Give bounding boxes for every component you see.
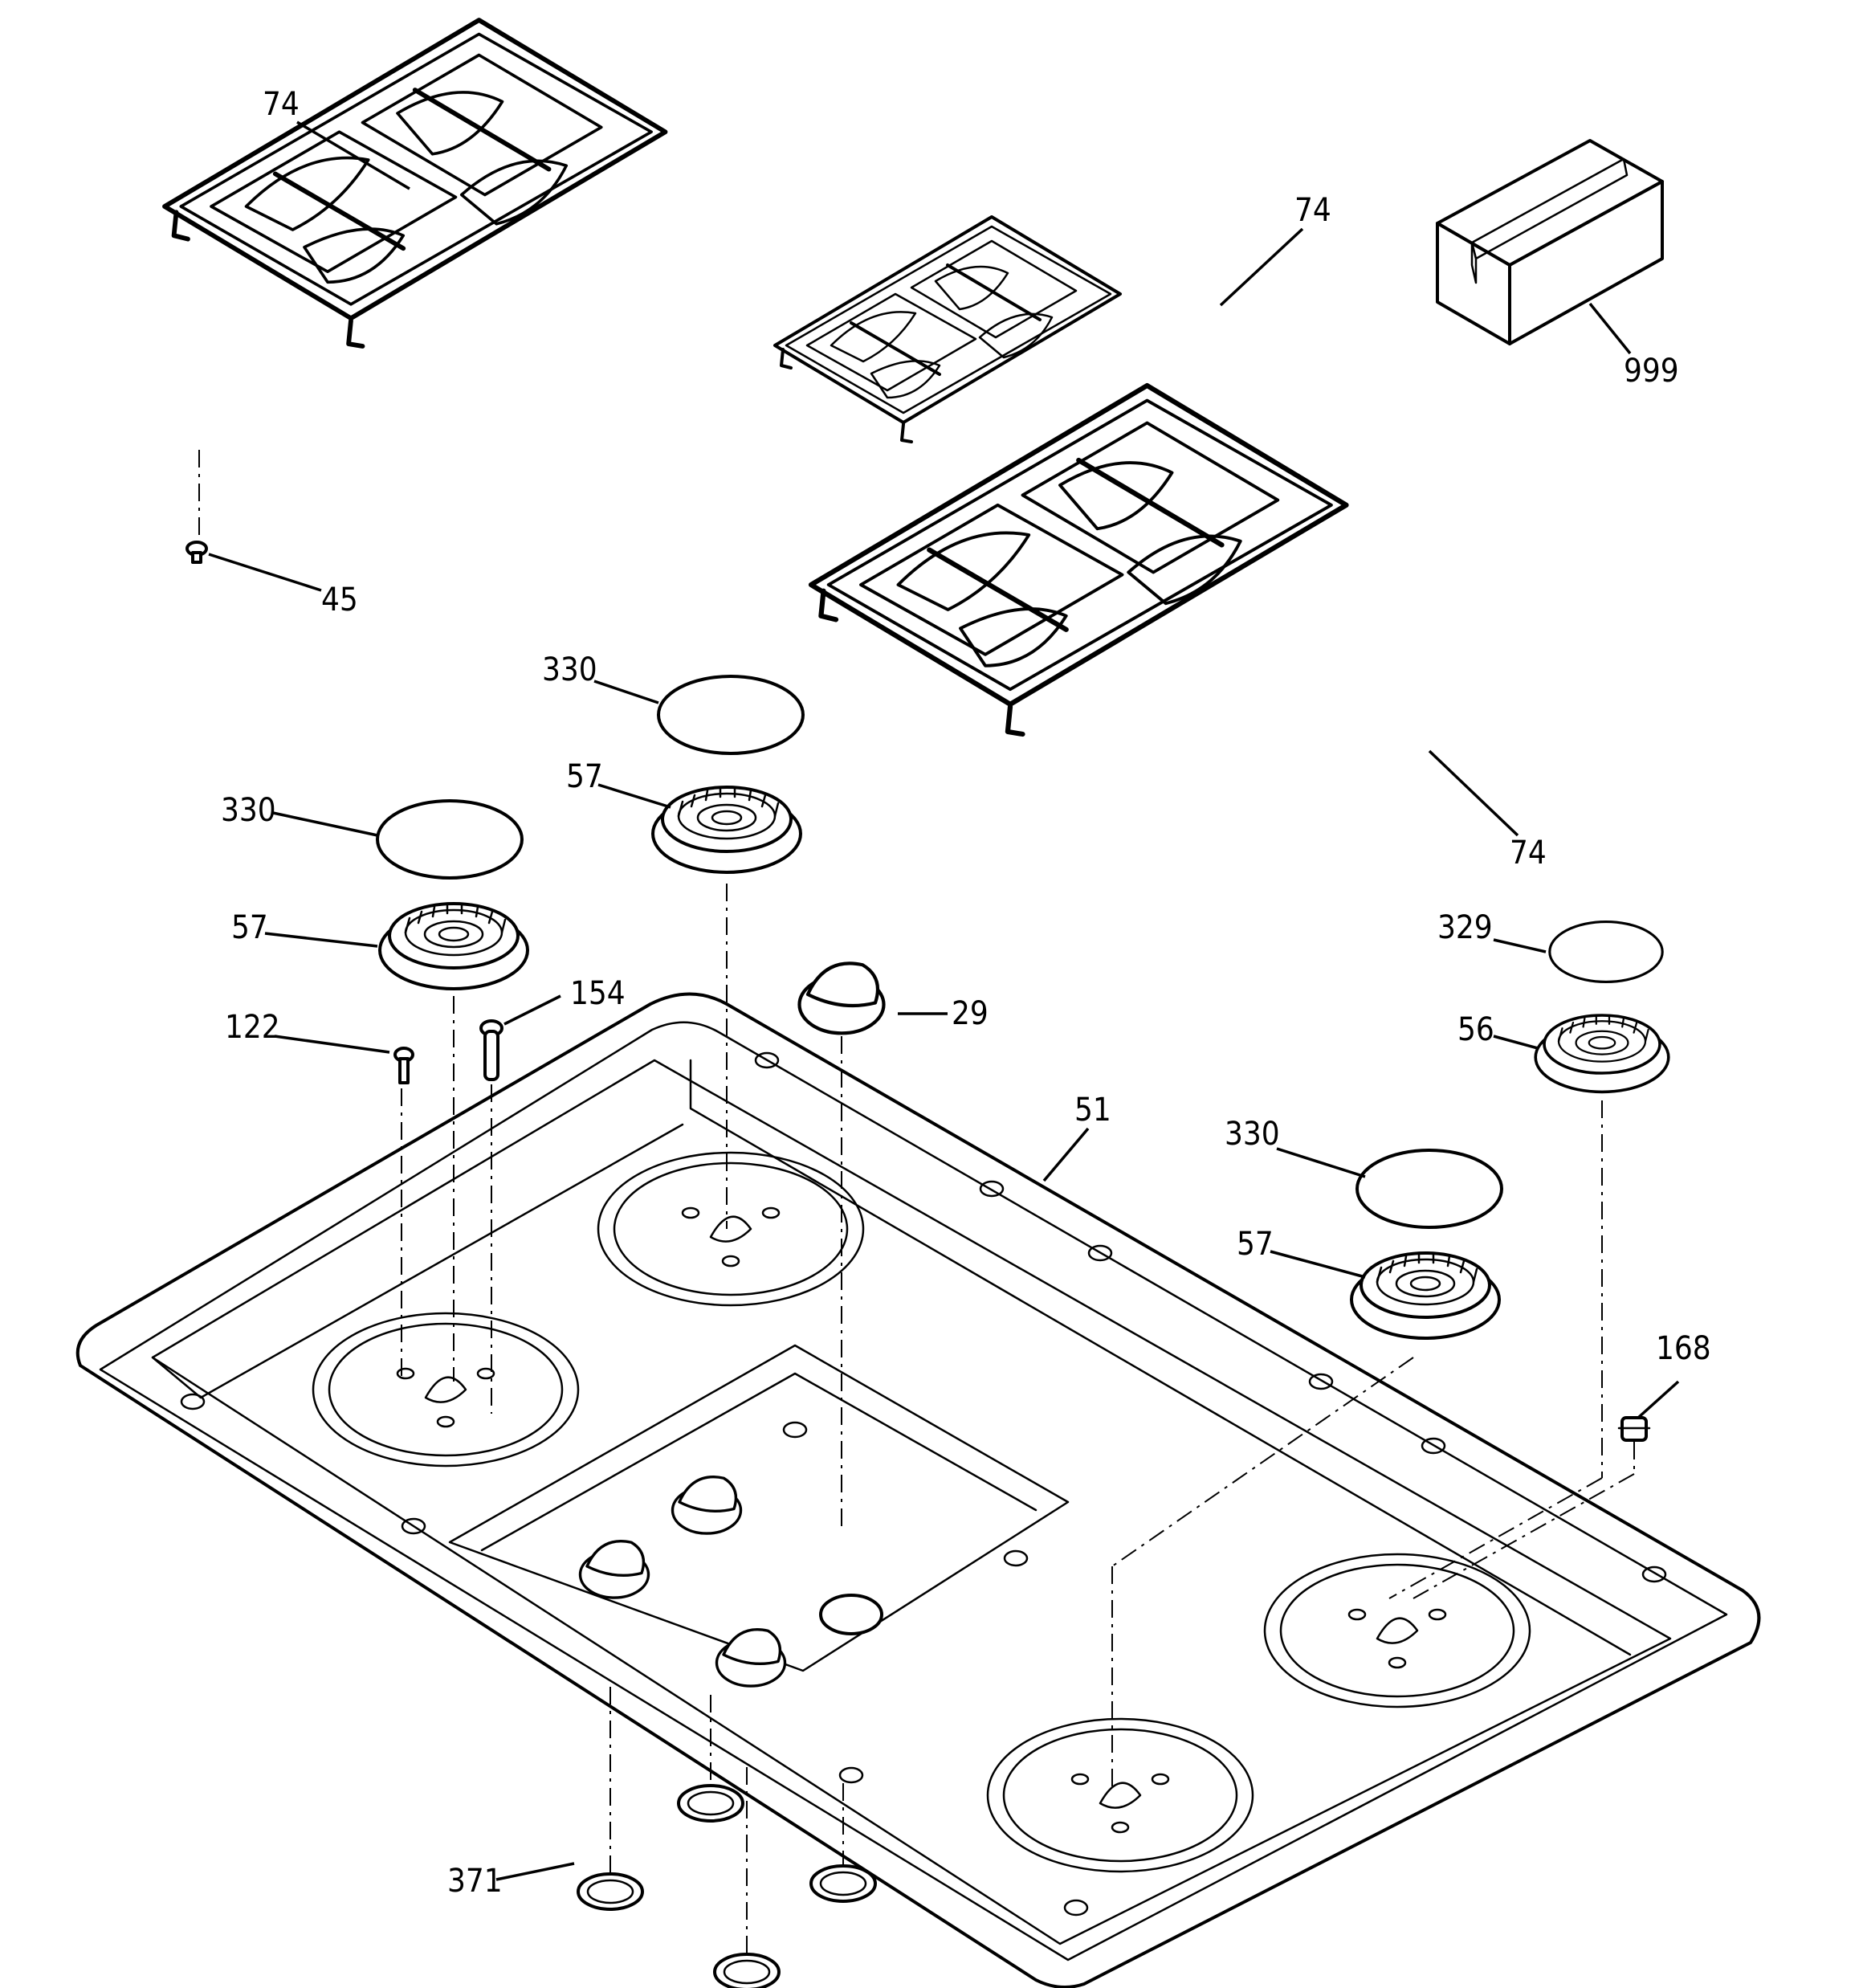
callout-57-front: 57 bbox=[1237, 1226, 1274, 1263]
mounting-screw bbox=[393, 1047, 414, 1084]
burner-head-center bbox=[651, 786, 802, 874]
burner-head-left bbox=[378, 902, 529, 990]
burner-head-small-right bbox=[1534, 1014, 1670, 1094]
callout-999: 999 bbox=[1624, 353, 1679, 390]
cooktop-body bbox=[75, 992, 1761, 1988]
grate-top-left bbox=[165, 20, 666, 346]
igniter-clip bbox=[1617, 1416, 1651, 1442]
grate-right bbox=[811, 386, 1347, 734]
burner-cap-center bbox=[657, 675, 805, 755]
parts-box bbox=[1436, 139, 1664, 345]
spark-electrode bbox=[479, 1019, 503, 1081]
callout-154: 154 bbox=[570, 975, 626, 1012]
callout-330-front: 330 bbox=[1225, 1116, 1280, 1153]
burner-cap-small-right bbox=[1548, 921, 1664, 983]
grate-middle bbox=[773, 215, 1122, 443]
callout-168: 168 bbox=[1656, 1330, 1711, 1367]
callout-122: 122 bbox=[225, 1009, 280, 1046]
callout-45: 45 bbox=[321, 582, 358, 618]
callout-74-c: 74 bbox=[1510, 835, 1547, 872]
callout-74-b: 74 bbox=[1294, 192, 1331, 229]
callout-57-left: 57 bbox=[231, 909, 268, 946]
burner-cap-left bbox=[376, 799, 524, 880]
callout-56: 56 bbox=[1457, 1011, 1494, 1048]
grommet-2 bbox=[677, 1784, 744, 1823]
callout-330-left: 330 bbox=[221, 792, 276, 829]
grommet-3 bbox=[809, 1864, 877, 1903]
grommet-1 bbox=[577, 1872, 644, 1911]
callout-329: 329 bbox=[1437, 909, 1493, 946]
burner-head-front bbox=[1350, 1251, 1501, 1340]
grommet-4 bbox=[713, 1953, 781, 1988]
callout-29: 29 bbox=[952, 995, 989, 1032]
callout-51: 51 bbox=[1074, 1092, 1111, 1129]
assembly-lines bbox=[401, 884, 1635, 1956]
grate-foot bbox=[185, 450, 208, 564]
callout-57-center: 57 bbox=[566, 758, 603, 795]
callout-371: 371 bbox=[447, 1863, 503, 1900]
callout-330-center: 330 bbox=[542, 651, 597, 688]
control-knob bbox=[800, 963, 884, 1033]
leader-lines bbox=[208, 120, 1680, 1881]
callout-labels: 74 74 999 74 45 330 330 57 57 122 154 29… bbox=[221, 86, 1711, 1900]
burner-cap-front bbox=[1355, 1149, 1503, 1229]
callout-74-a: 74 bbox=[263, 86, 300, 123]
cooktop-mounting-holes bbox=[180, 1051, 1667, 1917]
